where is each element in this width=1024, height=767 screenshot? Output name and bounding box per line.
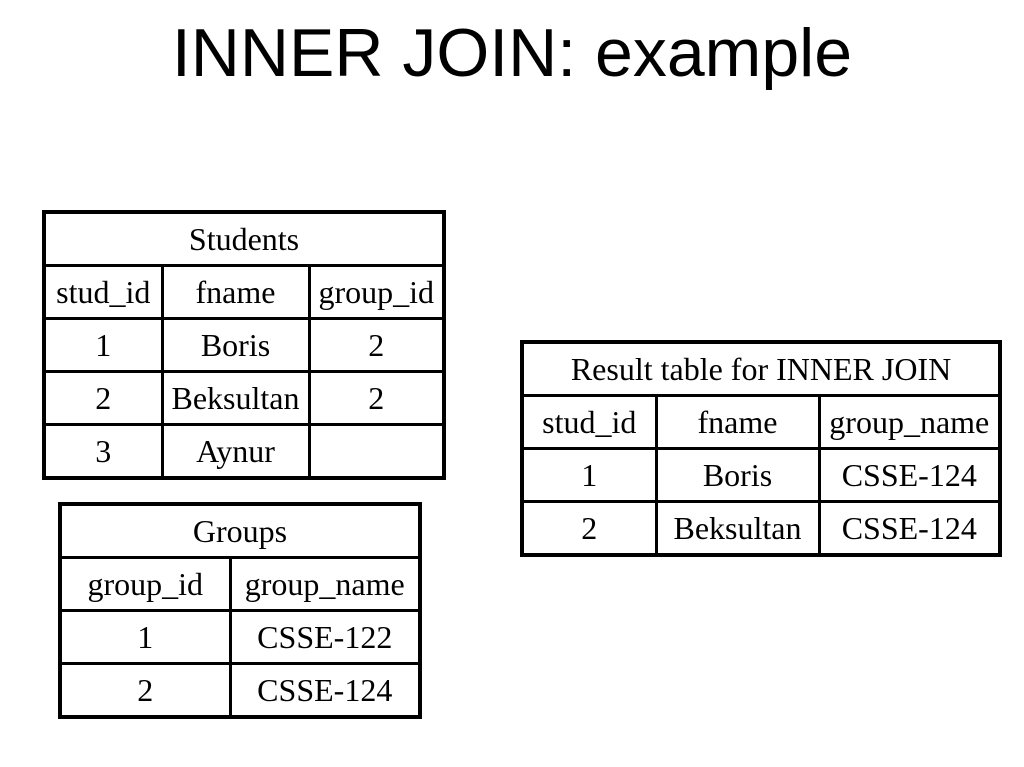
table-cell: 1 (58, 609, 232, 665)
table-cell: 3 (42, 423, 164, 480)
table-title-row: Result table for INNER JOIN (520, 340, 1002, 397)
table-cell: 2 (42, 370, 164, 426)
column-header-stud-id: stud_id (42, 264, 164, 320)
table-row: 1 CSSE-122 (58, 609, 422, 665)
column-header-fname: fname (160, 264, 311, 320)
table-cell: 2 (58, 662, 232, 719)
table-row: 3 Aynur (42, 423, 446, 480)
slide-title: INNER JOIN: example (171, 15, 853, 91)
students-table-title: Students (42, 210, 446, 267)
table-cell: CSSE-122 (228, 609, 422, 665)
table-header-row: stud_id fname group_id (42, 264, 446, 320)
table-row: 2 Beksultan CSSE-124 (520, 500, 1002, 557)
table-cell: Boris (160, 317, 311, 373)
table-cell: Beksultan (654, 500, 821, 557)
table-header-row: group_id group_name (58, 556, 422, 612)
column-header-stud-id: stud_id (520, 394, 658, 450)
students-table: Students stud_id fname group_id 1 Boris … (42, 210, 447, 480)
table-row: 2 Beksultan 2 (42, 370, 446, 426)
column-header-fname: fname (654, 394, 821, 450)
groups-table: Groups group_id group_name 1 CSSE-122 2 … (58, 502, 422, 719)
column-header-group-name: group_name (817, 394, 1002, 450)
table-cell: 2 (307, 370, 446, 426)
column-header-group-id: group_id (58, 556, 232, 612)
column-header-group-id: group_id (307, 264, 446, 320)
table-cell: Aynur (160, 423, 311, 480)
result-table: Result table for INNER JOIN stud_id fnam… (520, 340, 1003, 557)
table-cell: 2 (307, 317, 446, 373)
table-cell: Beksultan (160, 370, 311, 426)
table-title-row: Students (42, 210, 446, 267)
table-title-row: Groups (58, 502, 422, 559)
column-header-group-name: group_name (228, 556, 422, 612)
table-header-row: stud_id fname group_name (520, 394, 1002, 450)
table-cell: CSSE-124 (228, 662, 422, 719)
table-row: 1 Boris CSSE-124 (520, 447, 1002, 503)
table-cell: CSSE-124 (817, 447, 1002, 503)
table-row: 2 CSSE-124 (58, 662, 422, 719)
table-cell: CSSE-124 (817, 500, 1002, 557)
table-cell-empty (307, 423, 446, 480)
groups-table-title: Groups (58, 502, 422, 559)
table-row: 1 Boris 2 (42, 317, 446, 373)
table-cell: Boris (654, 447, 821, 503)
result-table-title: Result table for INNER JOIN (520, 340, 1002, 397)
table-cell: 1 (520, 447, 658, 503)
table-cell: 1 (42, 317, 164, 373)
table-cell: 2 (520, 500, 658, 557)
